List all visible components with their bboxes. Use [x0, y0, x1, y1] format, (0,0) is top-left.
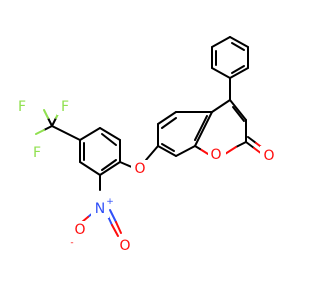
- carbonyl-oxygen-label: O: [263, 148, 274, 164]
- nitro-nitrogen-charge: +: [106, 197, 114, 207]
- nitro-oxygen-charge: -: [70, 238, 73, 248]
- benzo-ring: [157, 111, 213, 157]
- fluorine-top-right-label: F: [61, 99, 69, 115]
- nitroaryl-ring: [79, 127, 121, 176]
- molecule-structure-canvas: O O O N + O - O F F F: [17, 36, 275, 254]
- nitro-oxygen-lower-label: O: [119, 238, 130, 254]
- ether-oxygen-label: O: [134, 161, 145, 177]
- trifluoromethyl-group: [35, 109, 61, 135]
- nitro-nitrogen-label: N: [95, 201, 105, 217]
- molecule-diagram: O O O N + O - O F F F: [17, 36, 275, 254]
- fluorine-top-left-label: F: [18, 99, 26, 115]
- nitro-oxygen-upper-label: O: [74, 222, 85, 238]
- ether-bond-right: [145, 145, 159, 161]
- ring-oxygen-label: O: [210, 147, 221, 163]
- fluorine-left-label: F: [33, 145, 41, 161]
- nitro-group: [81, 209, 122, 237]
- cf3-linker-bond: [51, 125, 81, 141]
- phenyl-ring: [211, 36, 249, 79]
